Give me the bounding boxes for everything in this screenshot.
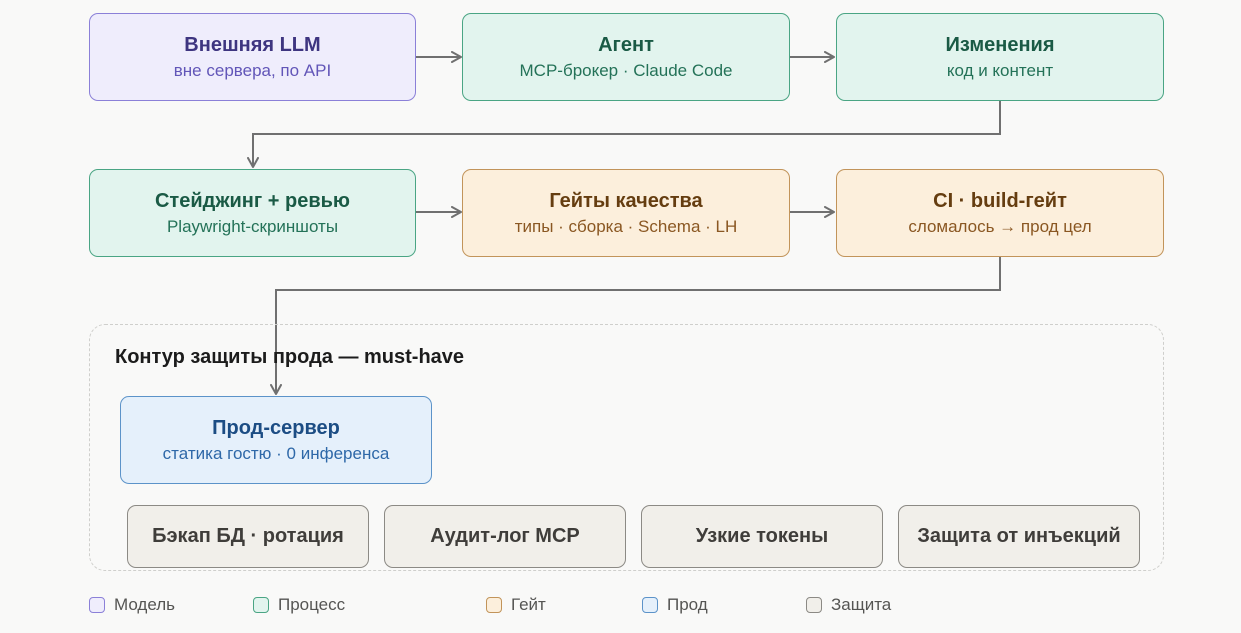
node-changes: Изменения код и контент [836,13,1164,101]
legend-item-prod: Прод [642,595,708,615]
legend-item-safeguard: Защита [806,595,891,615]
safeguard-db-backup: Бэкап БД · ротация [127,505,369,568]
legend-label: Гейт [511,595,546,614]
node-ci-gate: CI · build-гейт сломалось → прод цел [836,169,1164,257]
legend-swatch [89,597,105,613]
node-subtitle: типы · сборка · Schema · LH [514,217,738,236]
node-subtitle: MCP-брокер · Claude Code [519,61,733,80]
node-title: Агент [598,34,654,56]
node-title: Изменения [945,34,1055,56]
node-title: Стейджинг + ревью [154,190,351,212]
node-subtitle: Playwright-скриншоты [166,217,339,236]
legend-label: Модель [114,595,176,614]
legend-swatch [486,597,502,613]
node-title: Внешняя LLM [184,34,321,56]
arrow-changes-to-staging [247,101,1001,168]
legend-item-gate: Гейт [486,595,546,615]
node-external-llm: Внешняя LLM вне сервера, по API [89,13,416,101]
legend-item-model: Модель [89,595,175,615]
safeguard-narrow-tokens: Узкие токены [641,505,883,568]
zone-title: Контур защиты прода — must-have [115,346,465,368]
node-subtitle: статика гостю · 0 инференса [162,444,390,463]
legend-item-process: Процесс [253,595,345,615]
legend-swatch [642,597,658,613]
node-title: Гейты качества [549,190,703,212]
legend-swatch [806,597,822,613]
node-title: Прод-сервер [212,417,340,439]
node-title: CI · build-гейт [933,190,1067,212]
legend-label: Защита [831,595,892,614]
node-subtitle: код и контент [946,61,1054,80]
node-subtitle: вне сервера, по API [173,61,332,80]
prod-protection-zone [89,324,1164,571]
safeguard-injection-protection: Защита от инъекций [898,505,1140,568]
node-quality-gates: Гейты качества типы · сборка · Schema · … [462,169,790,257]
node-staging: Стейджинг + ревью Playwright-скриншоты [89,169,416,257]
legend-label: Процесс [278,595,346,614]
safeguard-audit-log: Аудит-лог MCP [384,505,626,568]
node-prod-server: Прод-сервер статика гостю · 0 инференса [120,396,432,484]
legend-label: Прод [667,595,708,614]
node-subtitle: сломалось → прод цел [908,217,1092,236]
legend-swatch [253,597,269,613]
node-agent: Агент MCP-брокер · Claude Code [462,13,790,101]
